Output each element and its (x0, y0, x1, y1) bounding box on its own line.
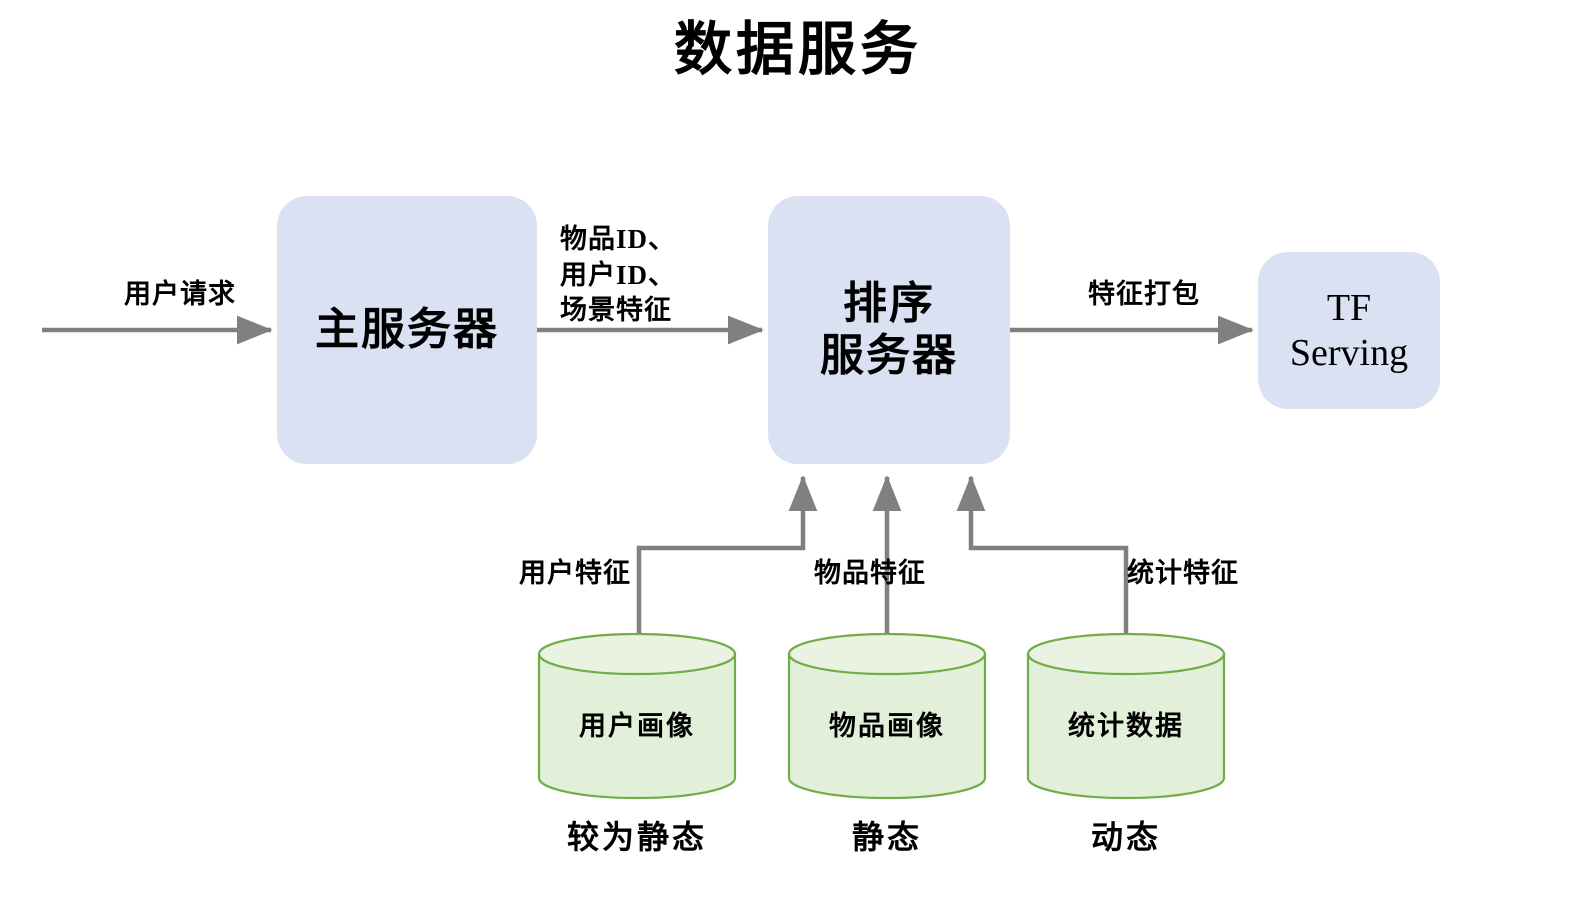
edge-label-item-features: 物品特征 (814, 558, 926, 588)
node-stats-store-label: 统计数据 (1068, 711, 1184, 741)
node-tf-serving[interactable]: TF Serving (1258, 252, 1440, 409)
cylinder-shape (787, 632, 987, 800)
node-main-server-label: 主服务器 (315, 305, 499, 355)
arrow-stats-store-to-rank-server (956, 475, 1129, 637)
edge-label-ids-and-scene-features: 物品ID、 用户ID、 场景特征 (560, 224, 677, 326)
node-rank-server[interactable]: 排序 服务器 (768, 196, 1010, 464)
node-stats-store[interactable]: 统计数据 (1026, 632, 1226, 800)
edge-label-statistical-features: 统计特征 (1127, 558, 1239, 588)
edge-label-feature-packing: 特征打包 (1088, 279, 1200, 309)
cylinder-shape (537, 632, 737, 800)
node-user-profile-store-label: 用户画像 (579, 711, 695, 741)
caption-stats-store: 动态 (1090, 819, 1161, 855)
edge-label-user-features: 用户特征 (519, 558, 631, 588)
arrow-user-store-to-rank-server (636, 475, 818, 637)
node-main-server[interactable]: 主服务器 (277, 196, 537, 464)
node-rank-server-label: 排序 服务器 (820, 279, 958, 380)
caption-item-profile-store: 静态 (851, 819, 922, 855)
caption-user-profile-store: 较为静态 (566, 819, 707, 855)
node-item-profile-store[interactable]: 物品画像 (787, 632, 987, 800)
edge-label-user-request: 用户请求 (124, 279, 236, 309)
node-tf-serving-label: TF Serving (1289, 286, 1409, 374)
cylinder-shape (1026, 632, 1226, 800)
node-item-profile-store-label: 物品画像 (829, 711, 945, 741)
node-user-profile-store[interactable]: 用户画像 (537, 632, 737, 800)
page-title: 数据服务 (673, 17, 922, 82)
